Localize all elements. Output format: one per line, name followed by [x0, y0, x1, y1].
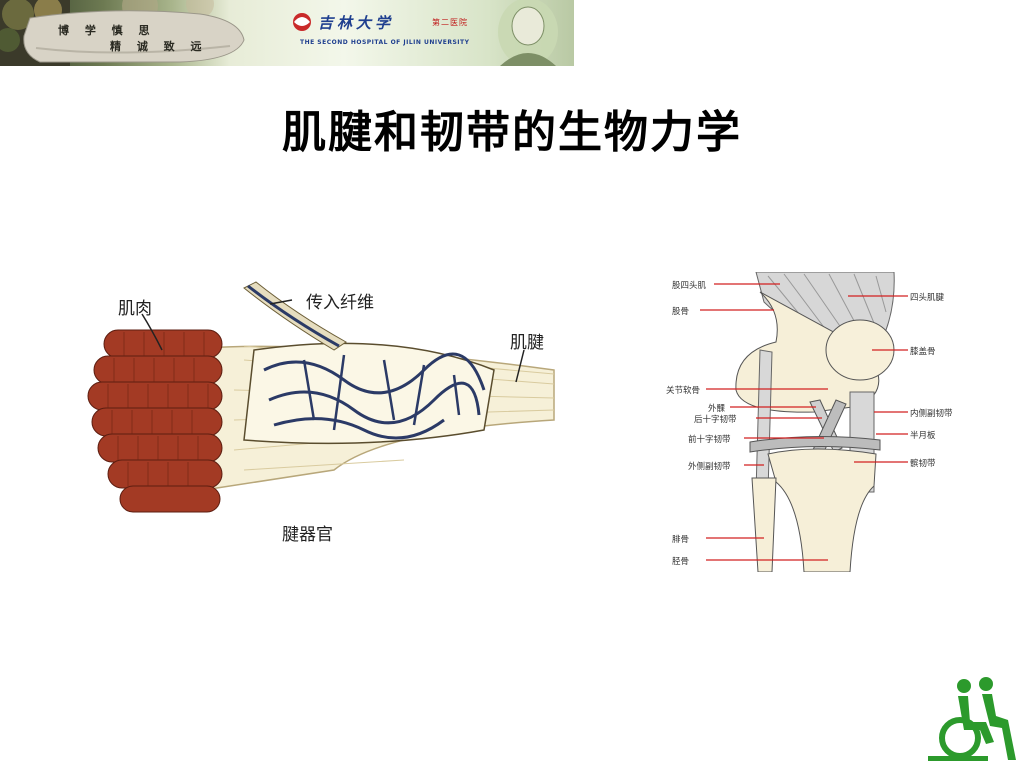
label-articular-cartilage: 关节软骨: [666, 386, 701, 396]
label-anterior-cruciate: 前十字韧带: [688, 435, 731, 445]
label-tendon-organ: 腱器官: [282, 525, 333, 545]
slide-title: 肌腱和韧带的生物力学: [282, 107, 742, 158]
banner-motto-line2: 精 诚 致 远: [110, 40, 208, 53]
tendon-organ-illustration: [87, 281, 555, 513]
label-muscle: 肌肉: [118, 299, 152, 319]
label-patellar-ligament: 髌韧带: [910, 459, 936, 469]
label-tendon: 肌腱: [510, 333, 544, 353]
label-afferent-fibre: 传入纤维: [306, 293, 374, 313]
wheelchair-rehab-logo-icon: [924, 676, 1020, 762]
label-posterior-cruciate: 后十字韧带: [694, 415, 737, 425]
knee-anatomy-illustration: [700, 271, 908, 573]
label-meniscus: 半月板: [910, 431, 936, 441]
label-fibula: 腓骨: [672, 535, 690, 545]
label-femur: 股骨: [672, 307, 690, 317]
label-medial-collateral: 内侧副韧带: [910, 409, 953, 419]
label-quadriceps: 股四头肌: [672, 281, 707, 291]
logo-artwork: [928, 677, 1016, 761]
university-english-name: THE SECOND HOSPITAL OF JILIN UNIVERSITY: [300, 39, 470, 46]
banner-motto-line1: 博 学 慎 思: [58, 24, 156, 37]
university-name: 吉林大学: [318, 14, 395, 32]
label-quadriceps-tendon: 四头肌腱: [910, 293, 945, 303]
hospital-department: 第二医院: [432, 18, 468, 27]
label-lateral-condyle: 外髁: [708, 404, 726, 414]
knee-anatomy-figure: 股四头肌 股骨 关节软骨 外髁 后十字韧带 前十字韧带 外侧副韧带 腓骨 胫骨 …: [664, 271, 976, 573]
label-patella: 膝盖骨: [910, 347, 936, 357]
label-lateral-collateral: 外侧副韧带: [688, 462, 731, 472]
banner-artwork: [0, 0, 558, 66]
tendon-organ-figure: 肌肉 传入纤维 肌腱 腱器官: [84, 270, 562, 560]
header-banner: 博 学 慎 思 精 诚 致 远 吉林大学 第二医院 THE SECOND HOS…: [0, 0, 574, 66]
label-tibia: 胫骨: [672, 557, 690, 567]
